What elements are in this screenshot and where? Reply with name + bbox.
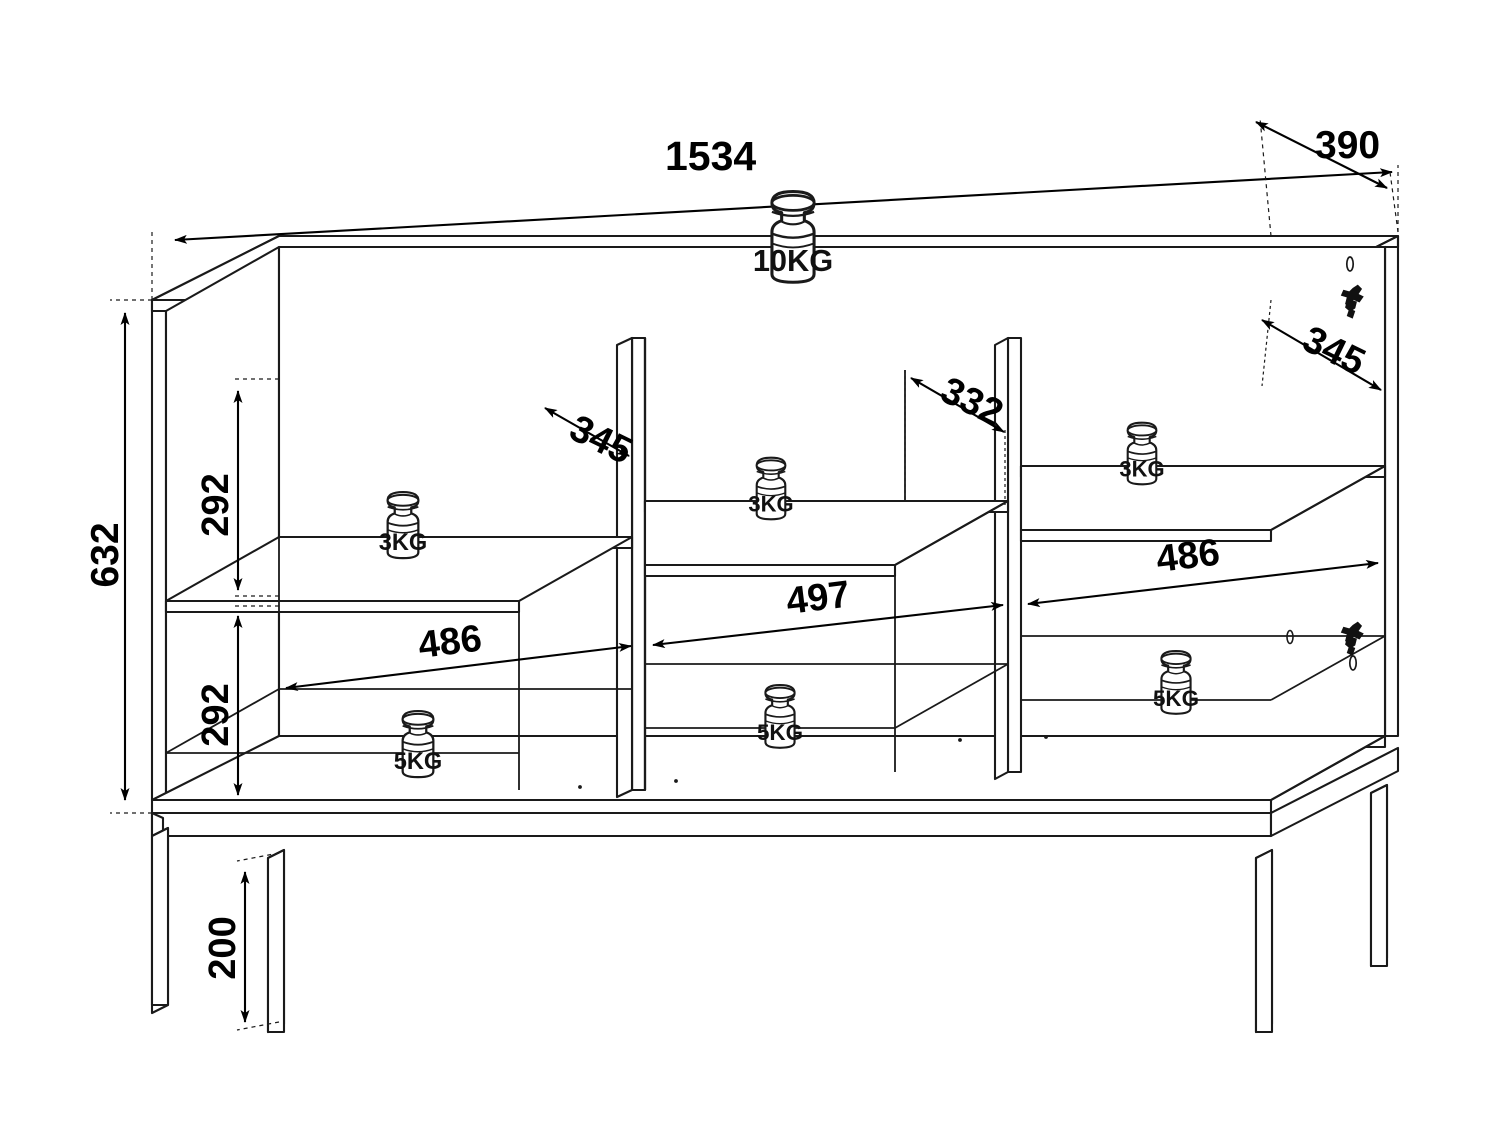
dimension-compartment-width-left: 486 xyxy=(285,618,632,692)
shelf-pin-mid-icon xyxy=(1286,629,1294,645)
bottom-panel xyxy=(150,734,1399,815)
metal-leg-frame xyxy=(150,746,1400,1034)
dim-label-compartment-width-right: 486 xyxy=(1154,532,1222,581)
dim-label-overall-width: 1534 xyxy=(665,133,756,179)
dim-label-leg-height: 200 xyxy=(202,916,244,979)
dimension-compartment-width-middle: 497 xyxy=(652,574,1004,649)
weight-icon-top-panel: 10KG xyxy=(753,190,833,284)
dim-label-overall-depth: 390 xyxy=(1315,124,1380,167)
dowel-dot xyxy=(674,779,678,783)
right-rail xyxy=(1269,746,1400,838)
weight-icon-shelf-upper-left: 3KG xyxy=(379,490,428,560)
dim-label-overall-height: 632 xyxy=(84,522,127,587)
weight-label-top-panel: 10KG xyxy=(753,243,833,278)
weight-label-shelf-upper-right: 3KG xyxy=(1119,457,1164,482)
weight-icon-shelf-lower-left: 5KG xyxy=(394,709,443,779)
dowel-dot xyxy=(1044,735,1048,739)
dimension-compartment-height-upper: 292 xyxy=(195,378,279,597)
left-side-panel xyxy=(150,245,281,802)
dimension-overall-height: 632 xyxy=(84,299,152,814)
dimension-leg-height: 200 xyxy=(202,852,280,1031)
dowel-dot xyxy=(958,738,962,742)
weight-icon-shelf-lower-middle: 5KG xyxy=(757,683,803,749)
weight-label-shelf-upper-middle: 3KG xyxy=(748,492,793,517)
front-rail xyxy=(150,811,1273,838)
dim-label-compartment-height-lower: 292 xyxy=(195,683,237,746)
shelf-pin-lower-icon xyxy=(1348,655,1358,671)
shelf-upper-right xyxy=(1019,464,1387,543)
dimension-overall-depth: 390 xyxy=(1255,117,1399,237)
shelf-pin-upper-icon xyxy=(1345,256,1355,272)
dimension-compartment-width-right: 486 xyxy=(1027,532,1379,608)
dim-label-compartment-width-middle: 497 xyxy=(784,574,852,623)
divider-left xyxy=(615,336,647,799)
dimension-compartment-height-lower: 292 xyxy=(195,605,279,801)
weight-icon-shelf-upper-right: 3KG xyxy=(1119,421,1165,486)
weight-label-shelf-lower-middle: 5KG xyxy=(757,720,803,745)
weight-label-shelf-upper-left: 3KG xyxy=(379,530,428,556)
dim-label-compartment-width-left: 486 xyxy=(416,618,484,667)
shelf-upper-middle xyxy=(643,499,1010,578)
weight-icon-shelf-upper-middle: 3KG xyxy=(748,456,794,521)
weight-label-shelf-lower-right: 5KG xyxy=(1153,686,1199,711)
dowel-dot xyxy=(578,785,582,789)
hardware-group xyxy=(578,256,1364,789)
weight-icon-shelf-lower-right: 5KG xyxy=(1153,649,1199,715)
shelf-upper-left xyxy=(164,535,634,614)
dim-label-compartment-height-upper: 292 xyxy=(195,473,237,536)
weight-label-shelf-lower-left: 5KG xyxy=(394,749,443,775)
